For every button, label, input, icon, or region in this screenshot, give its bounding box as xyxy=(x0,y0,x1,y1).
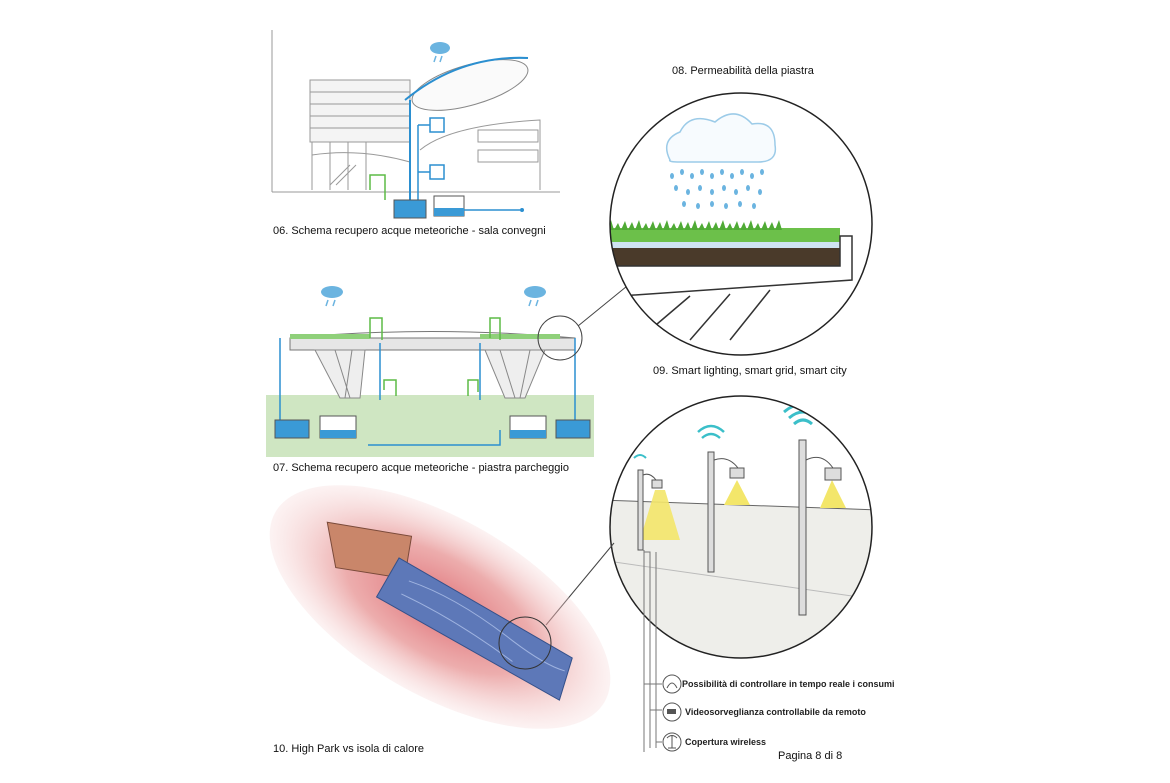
wifi-icon-2 xyxy=(697,424,725,439)
green-pipes xyxy=(369,317,501,396)
pavement xyxy=(610,500,872,658)
zoom-circle-09 xyxy=(609,395,873,659)
wifi-icon-1 xyxy=(633,454,647,459)
rain-cloud-icon xyxy=(430,42,450,63)
light-cone-2 xyxy=(724,480,750,505)
legend-connector xyxy=(643,550,662,752)
streetlamp-3 xyxy=(798,439,842,616)
zoom-circle-park xyxy=(498,616,552,670)
return-pipe xyxy=(368,430,501,446)
columns-right xyxy=(484,349,546,399)
caption-fig07: 07. Schema recupero acque meteoriche - p… xyxy=(273,462,569,474)
streetlamp-1 xyxy=(637,469,663,551)
zoom-circle-08 xyxy=(609,92,873,356)
light-cone-1 xyxy=(640,490,680,540)
blue-pipes xyxy=(279,338,576,420)
rain-cloud-icon-right xyxy=(524,286,546,307)
zoom-circle-deck xyxy=(537,315,583,361)
drainage-layer xyxy=(610,242,840,248)
soil-layer xyxy=(610,248,840,266)
cistern-left-1 xyxy=(274,419,310,439)
caption-fig09: 09. Smart lighting, smart grid, smart ci… xyxy=(653,365,847,377)
slab xyxy=(610,235,853,297)
caption-fig06: 06. Schema recupero acque meteoriche - s… xyxy=(273,225,546,237)
page-label: Pagina 8 di 8 xyxy=(778,750,843,762)
columns-left xyxy=(314,349,366,399)
cistern-right-2 xyxy=(555,419,591,439)
rain-cloud-icon-left xyxy=(321,286,343,307)
legend-item-consumption: Possibilità di controllare in tempo real… xyxy=(682,679,895,689)
light-cone-3 xyxy=(820,480,846,508)
meter-icon xyxy=(662,674,682,694)
grass-layer xyxy=(610,228,840,242)
cloud-icon xyxy=(665,113,777,163)
green-pipe xyxy=(369,174,386,200)
streetlamp-2 xyxy=(707,451,745,573)
caption-fig08: 08. Permeabilità della piastra xyxy=(672,65,814,77)
caption-fig10: 10. High Park vs isola di calore xyxy=(273,743,425,755)
building-section xyxy=(271,30,560,193)
roof-gutter xyxy=(404,56,529,101)
site-model xyxy=(326,521,573,701)
cistern-1 xyxy=(393,199,427,219)
park-strip xyxy=(375,557,573,701)
raindrops xyxy=(670,169,764,209)
legend-item-wireless: Copertura wireless xyxy=(685,737,767,747)
legend-item-surveillance: Videosorveglianza controllabile da remot… xyxy=(685,707,866,717)
